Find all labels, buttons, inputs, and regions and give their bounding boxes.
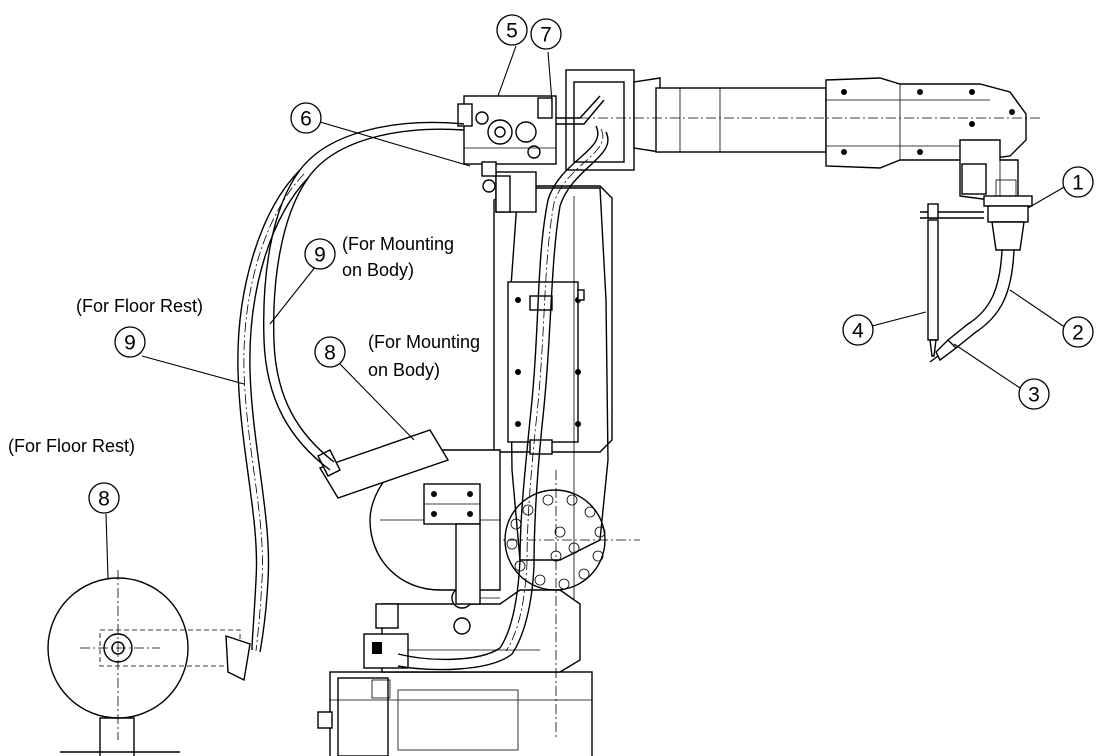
wire-conduit-cables — [237, 121, 465, 653]
callout-9-floor-rest: 9 — [114, 326, 146, 358]
wire-spool-floor-rest — [47, 570, 251, 756]
robot-base — [317, 671, 593, 756]
callout-8b-number: 8 — [98, 488, 110, 511]
callout-8-body-mount: 8 — [314, 336, 346, 368]
callout-3: 3 — [1018, 378, 1050, 410]
wire-spool-body-mount — [317, 429, 501, 605]
callout-1: 1 — [1062, 166, 1094, 198]
note-9-body-mount-line2: on Body) — [342, 260, 414, 280]
callout-9-body-mount: 9 — [304, 238, 336, 270]
callout-6-number: 6 — [300, 108, 312, 131]
callout-2: 2 — [1062, 316, 1094, 348]
callout-9b-number: 9 — [124, 332, 136, 355]
callout-1-number: 1 — [1072, 172, 1084, 195]
callout-5-number: 5 — [506, 20, 518, 43]
callout-2-number: 2 — [1072, 322, 1084, 345]
callout-8a-number: 8 — [324, 342, 336, 365]
note-8-body-mount-line2: on Body) — [368, 360, 440, 380]
callout-5: 5 — [496, 14, 528, 46]
welding-torch — [920, 195, 1033, 363]
callout-8-floor-rest: 8 — [88, 482, 120, 514]
arm-conduit — [397, 125, 609, 671]
leader-lines — [105, 45, 1067, 579]
callout-3-number: 3 — [1028, 384, 1040, 407]
callout-6: 6 — [290, 102, 322, 134]
callout-7-number: 7 — [540, 24, 552, 47]
callout-4: 4 — [842, 314, 874, 346]
callout-9a-number: 9 — [314, 244, 326, 267]
note-8-body-mount-line1: (For Mounting — [368, 332, 480, 352]
robot-swivel-base — [363, 587, 581, 673]
callout-4-number: 4 — [852, 320, 864, 343]
note-9-floor-rest: (For Floor Rest) — [76, 296, 203, 316]
robot-upper-arm — [565, 69, 1040, 201]
callout-7: 7 — [530, 18, 562, 50]
wire-feeder — [457, 95, 605, 213]
note-8-floor-rest: (For Floor Rest) — [8, 436, 135, 456]
note-9-body-mount-line1: (For Mounting — [342, 234, 454, 254]
